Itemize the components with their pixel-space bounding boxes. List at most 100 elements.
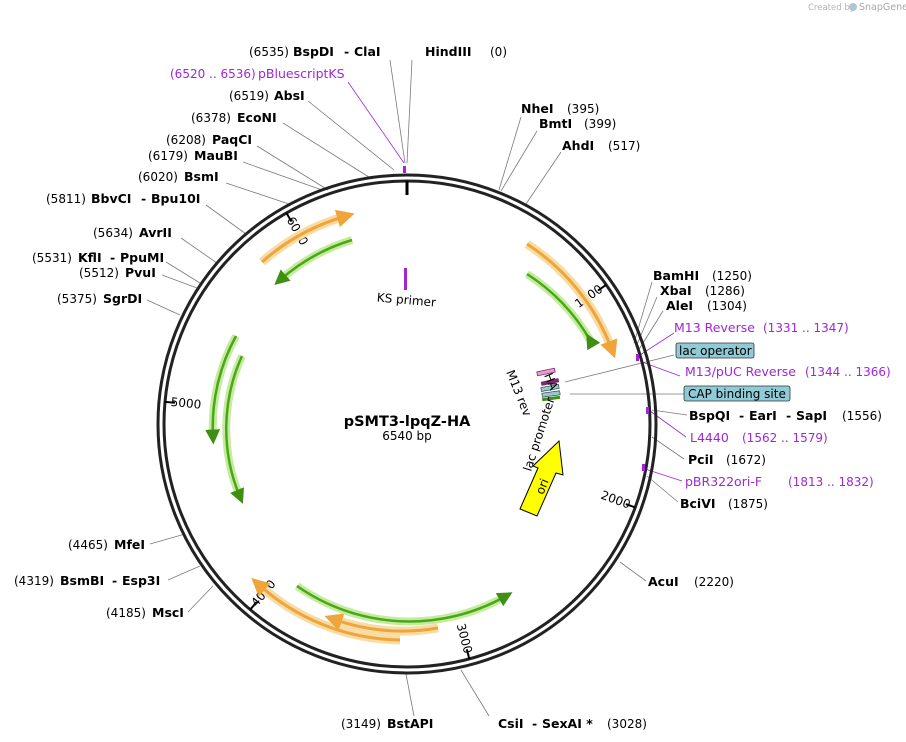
site-label-absi: (6519) AbsI xyxy=(229,88,305,103)
svg-text:Esp3I: Esp3I xyxy=(122,573,160,588)
svg-text:ClaI: ClaI xyxy=(354,44,381,59)
svg-text:PciI: PciI xyxy=(688,452,714,467)
site-label-bsmi: (6020) BsmI xyxy=(138,169,219,184)
svg-text:(1672): (1672) xyxy=(726,453,766,467)
svg-text:-: - xyxy=(786,408,791,423)
svg-text:BstAPI: BstAPI xyxy=(387,716,433,731)
tick-mark-3000 xyxy=(465,648,471,660)
plasmid-title: pSMT3-lpqZ-HA xyxy=(344,414,471,430)
site-label-kfli-ppumi: (5531) KflI - PpuMI xyxy=(32,250,164,265)
tick-mark-5000 xyxy=(164,400,176,404)
site-label-ahdi: AhdI (517) xyxy=(562,138,640,153)
svg-text:BsmI: BsmI xyxy=(184,169,219,184)
svg-text:(1286): (1286) xyxy=(705,284,745,298)
svg-text:XbaI: XbaI xyxy=(660,283,692,298)
svg-text:(6179): (6179) xyxy=(148,149,188,163)
svg-text:-: - xyxy=(344,44,349,59)
site-label-sgrdi: (5375) SgrDI xyxy=(57,291,142,306)
svg-text:M13/pUC Reverse: M13/pUC Reverse xyxy=(685,364,796,379)
svg-text:(6519): (6519) xyxy=(229,89,269,103)
lac-feature-glyphs xyxy=(536,367,561,402)
site-label-bsmbi-esp3i: (4319) BsmBI - Esp3I xyxy=(14,573,160,588)
svg-text:(517): (517) xyxy=(608,139,640,153)
svg-text:(5375): (5375) xyxy=(57,292,97,306)
primer-label-pbr322ori-f: pBR322ori-F (1813 .. 1832) xyxy=(685,474,874,489)
snapgene-logo-icon xyxy=(849,3,857,11)
site-label-bspdi-clai: (6535) BspDI - ClaI xyxy=(249,44,381,59)
site-labels-right: NheI (395) BmtI (399) AhdI (517) BamHI (… xyxy=(521,101,891,589)
site-label-bspqi-eari-sapi: BspQI - EarI - SapI (1556) xyxy=(689,408,882,423)
tick-mark-6000 xyxy=(285,212,293,223)
svg-text:(1344 .. 1366): (1344 .. 1366) xyxy=(805,365,891,379)
svg-text:(5531): (5531) xyxy=(32,251,72,265)
site-label-bbvci-bpu10i: (5811) BbvCI - Bpu10I xyxy=(46,191,200,206)
site-label-pcii: PciI (1672) xyxy=(688,452,766,467)
svg-text:SexAI *: SexAI * xyxy=(542,716,593,731)
svg-text:(1556): (1556) xyxy=(842,409,882,423)
svg-text:AvrII: AvrII xyxy=(139,225,172,240)
svg-text:(5512): (5512) xyxy=(79,266,119,280)
svg-text:BsmBI: BsmBI xyxy=(60,573,104,588)
svg-text:BmtI: BmtI xyxy=(539,116,572,131)
svg-text:NheI: NheI xyxy=(521,101,554,116)
svg-text:lac operator: lac operator xyxy=(679,344,752,358)
site-label-xbai: XbaI (1286) xyxy=(660,283,745,298)
site-label-econi: (6378) EcoNI xyxy=(191,110,277,125)
svg-text:Bpu10I: Bpu10I xyxy=(151,191,200,206)
svg-text:-: - xyxy=(739,408,744,423)
ha-label: HA xyxy=(541,371,561,393)
orf-arcs xyxy=(251,209,618,645)
leader-lines xyxy=(146,59,688,717)
svg-text:(1562 .. 1579): (1562 .. 1579) xyxy=(742,431,828,445)
tick-marks xyxy=(164,212,636,660)
site-label-msci: (4185) MscI xyxy=(106,605,184,620)
svg-text:BamHI: BamHI xyxy=(653,268,699,283)
svg-text:PvuI: PvuI xyxy=(125,265,156,280)
svg-text:AcuI: AcuI xyxy=(648,574,679,589)
svg-text:-: - xyxy=(532,716,537,731)
svg-text:pBR322ori-F: pBR322ori-F xyxy=(685,474,762,489)
svg-text:MfeI: MfeI xyxy=(114,537,145,552)
tick-label-2000: 2000 xyxy=(599,488,632,512)
feature-box-lac-operator: lac operator xyxy=(675,342,755,359)
svg-text:(0): (0) xyxy=(490,45,507,59)
svg-text:(4319): (4319) xyxy=(14,574,54,588)
ori-arrow xyxy=(519,439,564,517)
svg-text:(1813 .. 1832): (1813 .. 1832) xyxy=(788,475,874,489)
gene-arc-2 xyxy=(277,236,354,284)
gene-arcs xyxy=(205,236,601,626)
feature-box-cap-binding-site: CAP binding site xyxy=(683,385,791,402)
svg-text:pBluescriptKS: pBluescriptKS xyxy=(258,66,345,81)
ori-label: ori xyxy=(533,477,552,497)
site-label-alei: AleI (1304) xyxy=(666,298,747,313)
site-label-avrii: (5634) AvrII xyxy=(93,225,172,240)
ks-primer-label: KS primer xyxy=(376,290,436,309)
svg-text:BspQI: BspQI xyxy=(689,408,730,423)
site-label-paqci: (6208) PaqCI xyxy=(166,132,252,147)
site-label-mfei: (4465) MfeI xyxy=(68,537,145,552)
svg-text:L4440: L4440 xyxy=(690,430,729,445)
svg-text:PpuMI: PpuMI xyxy=(120,250,164,265)
site-label-hindiii: HindIII (0) xyxy=(425,44,507,59)
svg-text:(5811): (5811) xyxy=(46,192,86,206)
created-by-text: Created by xyxy=(808,3,855,13)
site-label-maubi: (6179) MauBI xyxy=(148,148,238,163)
site-label-bstapi: (3149) BstAPI xyxy=(341,716,433,731)
tick-label-5000: 5000 xyxy=(170,395,202,412)
svg-text:(4185): (4185) xyxy=(106,606,146,620)
svg-text:(1304): (1304) xyxy=(707,299,747,313)
svg-text:HindIII: HindIII xyxy=(425,44,472,59)
tick-mark-4000 xyxy=(249,601,258,611)
tick-label-3000: 3000 xyxy=(454,622,475,655)
svg-text:(1875): (1875) xyxy=(728,497,768,511)
svg-text:(6378): (6378) xyxy=(191,111,231,125)
svg-text:M13 Reverse: M13 Reverse xyxy=(674,320,755,335)
site-label-nhei: NheI (395) xyxy=(521,101,599,116)
svg-text:BspDI: BspDI xyxy=(293,44,334,59)
svg-text:SapI: SapI xyxy=(796,408,827,423)
svg-text:MauBI: MauBI xyxy=(194,148,238,163)
site-label-bmti: BmtI (399) xyxy=(539,116,616,131)
svg-text:(5634): (5634) xyxy=(93,226,133,240)
svg-text:AleI: AleI xyxy=(666,298,693,313)
